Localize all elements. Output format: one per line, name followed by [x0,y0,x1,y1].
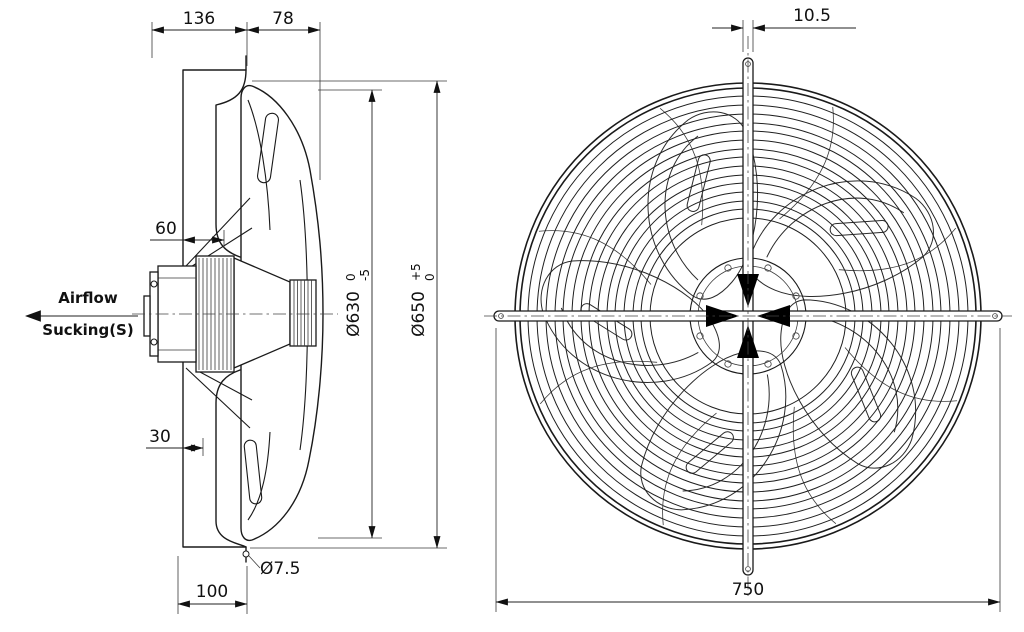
ring-diameter-tol-upper: +5 [409,263,423,281]
terminal-box [143,295,151,337]
dim-plate-offset: 60 [155,219,177,239]
fan-diameter-label: Ø630 [344,291,364,337]
side-view: Airflow Sucking(S) 136 78 60 30 [24,9,447,614]
strut-hole [992,313,998,319]
sucking-label: Sucking(S) [42,321,133,339]
dim-hole-label: Ø7.5 [260,559,300,579]
dim-strut-width: 10.5 [793,6,831,26]
blade-edge-lines [185,197,253,429]
airflow-annotation: Airflow Sucking(S) [24,289,138,339]
side-dimensions: 136 78 60 30 100 Ø7.5 Ø6 [146,9,447,614]
dim-mount-span: 750 [732,580,764,600]
fan-diameter-tol-upper: 0 [344,273,358,281]
mounting-hole [242,550,250,558]
hub-bolt [724,264,732,272]
dim-blade-depth: 78 [272,9,294,29]
blade-slot-bottom [243,439,263,505]
hub-bolt [696,292,704,300]
ring-diameter-tol-lower: 0 [423,273,437,281]
fan-diameter-dim: Ø630 0 -5 [344,269,372,337]
impeller-blades [522,111,950,541]
dim-depth-total: 136 [183,9,215,29]
hub-bolt [792,332,800,340]
airflow-label: Airflow [58,289,118,307]
dim-inset: 30 [149,427,171,447]
hub-bolt [696,332,704,340]
front-centerlines [484,36,1012,598]
motor-bolt [150,338,158,346]
hub-bolt [764,360,772,368]
motor-bolt [150,280,158,288]
hub-bolt [724,360,732,368]
hub-bolt [792,292,800,300]
hub-bolt [764,264,772,272]
ring-diameter-dim: Ø650 +5 0 [409,263,437,337]
front-dimensions: 10.5 750 [495,6,1001,612]
dim-flange: 100 [196,582,228,602]
front-view: 10.5 750 [484,6,1012,612]
fan-diameter-tol-lower: -5 [358,269,372,281]
hub-spinner [233,257,291,369]
blade-slot-top [256,112,280,184]
ring-diameter-label: Ø650 [409,291,429,337]
